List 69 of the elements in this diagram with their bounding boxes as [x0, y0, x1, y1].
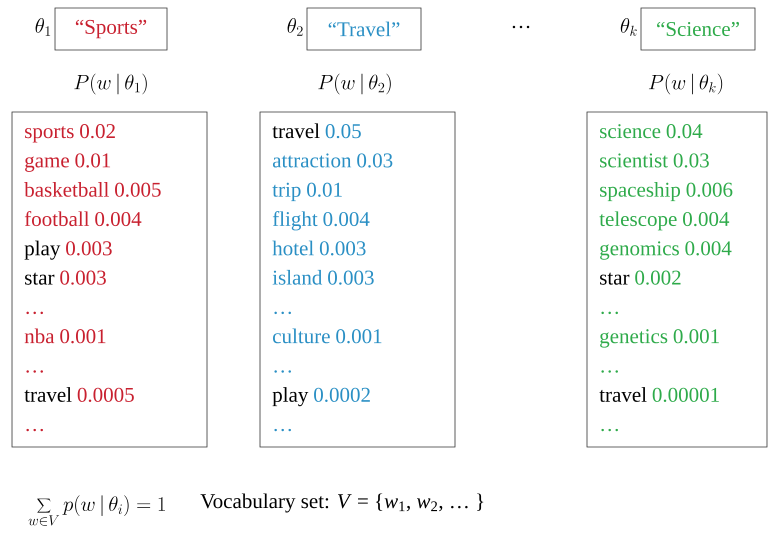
word-label: …	[26, 428, 43, 432]
probability-value: 0.001	[674, 329, 719, 344]
probability-value: 0.02	[80, 124, 115, 138]
word-label: …	[601, 370, 618, 373]
word-label: travel	[24, 387, 72, 402]
word-label: science	[600, 124, 660, 138]
word-label: attraction	[272, 153, 352, 168]
word-label: island	[272, 270, 322, 285]
probability-value: 0.05	[326, 124, 361, 138]
vocabulary-set: Vocabulary set: V = {w$_{1}$, w$_{2}$, … }	[200, 493, 484, 513]
probability-value: 0.001	[60, 329, 106, 344]
probability-value: 0.003	[328, 270, 374, 285]
word-label: …	[26, 312, 43, 314]
word-label: trip	[272, 182, 301, 202]
probability-value: 0.01	[75, 153, 110, 168]
topic-box: “Science”	[640, 8, 756, 50]
probability-value: 0.01	[307, 182, 342, 197]
topic-symbol: $\theta_1$	[36, 18, 50, 36]
probability-value: 0.003	[60, 270, 106, 285]
probability-value: 0.006	[686, 182, 732, 197]
word-label: …	[601, 428, 618, 432]
word-label: flight	[272, 211, 318, 230]
word-label: …	[601, 312, 618, 314]
topic-box: “Sports”	[54, 8, 168, 50]
word-label: scientist	[600, 153, 668, 168]
word-label: …	[26, 370, 43, 373]
probability-value: 0.001	[336, 329, 382, 344]
distribution-formula: $P(w\,|\,\theta_2)$	[318, 74, 391, 94]
word-label: genetics	[600, 329, 668, 348]
probability-value: 0.0002	[314, 388, 370, 402]
word-label: nba	[24, 328, 54, 344]
probability-value: 0.003	[320, 241, 366, 256]
word-label: play	[24, 240, 60, 260]
probability-value: 0.004	[95, 212, 142, 226]
probability-value: 0.00001	[652, 388, 719, 402]
word-label: telescope	[599, 211, 677, 230]
word-label: culture	[273, 328, 330, 344]
word-label: …	[274, 370, 291, 373]
probability-value: 0.03	[357, 153, 392, 168]
ellipsis: …	[512, 26, 530, 28]
word-label: play	[272, 387, 308, 406]
probability-value: 0.004	[323, 212, 370, 226]
probability-value: 0.03	[674, 153, 709, 168]
word-label: …	[274, 312, 291, 314]
word-label: spaceship	[600, 182, 680, 202]
distribution-formula: $P(w\,|\,\theta_1)$	[74, 74, 147, 94]
word-label: travel	[272, 123, 320, 138]
word-label: sports	[25, 126, 74, 142]
probability-value: 0.002	[635, 270, 681, 285]
word-label: hotel	[272, 240, 314, 256]
probability-value: 0.005	[115, 182, 161, 197]
probability-value: 0.004	[685, 241, 732, 256]
topic-box: “Travel”	[306, 8, 422, 50]
word-label: travel	[599, 387, 647, 402]
word-label: genomics	[600, 241, 679, 260]
word-label: game	[25, 156, 69, 172]
probability-value: 0.003	[66, 241, 112, 256]
word-label: …	[274, 428, 291, 432]
probability-value: 0.004	[683, 212, 730, 226]
word-label: star	[600, 272, 630, 285]
topic-symbol: $\theta_2$	[288, 18, 303, 36]
sum-formula: $\sum_{w\in V} p(w\,|\,\theta_i) = 1$	[28, 495, 165, 526]
probability-value: 0.0005	[78, 388, 134, 402]
word-label: star	[25, 272, 54, 285]
word-label: football	[24, 211, 90, 226]
probability-value: 0.04	[666, 124, 702, 138]
word-label: basketball	[24, 182, 109, 197]
topic-symbol: $\theta_k$	[620, 18, 637, 36]
distribution-formula: $P(w\,|\,\theta_k)$	[648, 74, 722, 94]
